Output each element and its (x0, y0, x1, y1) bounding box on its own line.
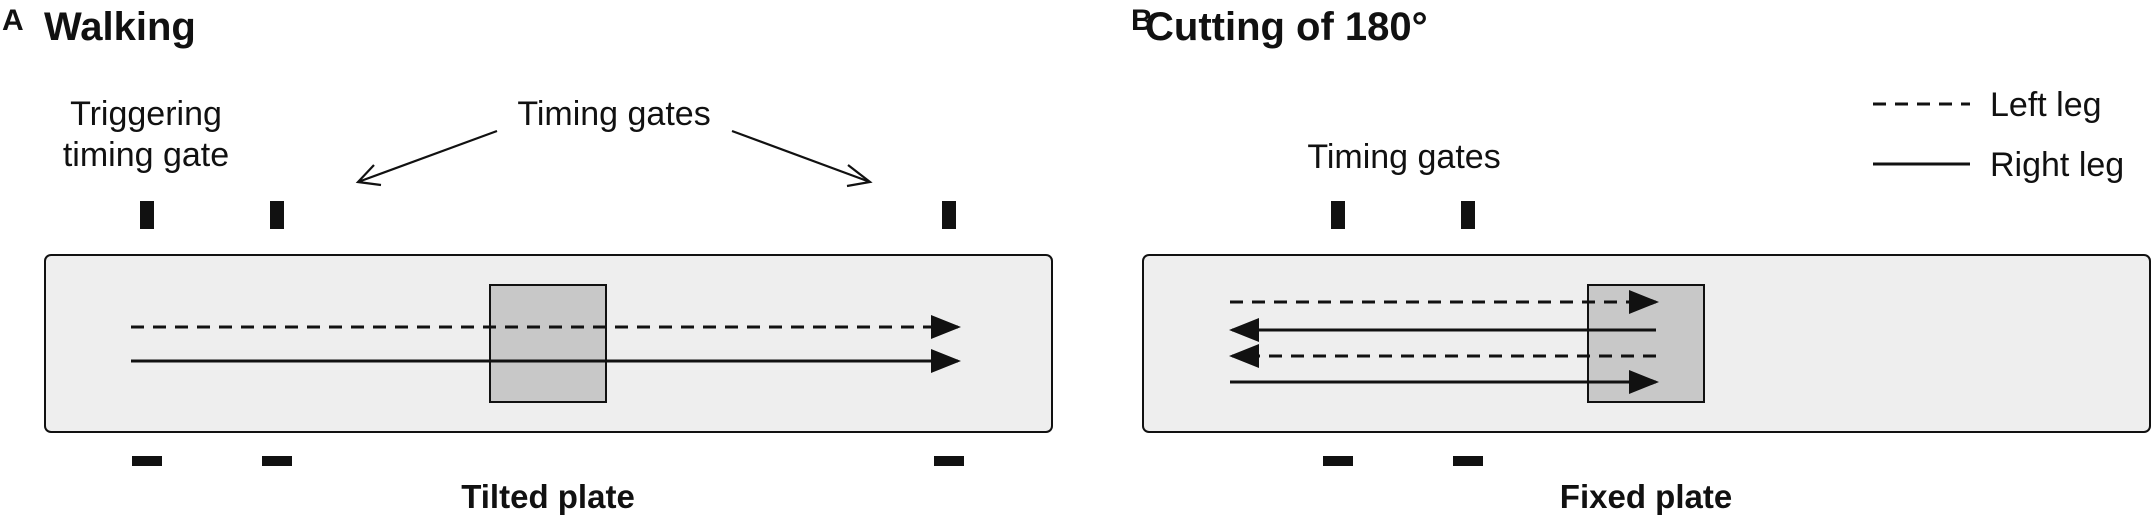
fixed-plate-caption: Fixed plate (1560, 478, 1732, 515)
panel-a-gate-bottom-3 (934, 456, 964, 466)
triggering-gate-label-line1: Triggering (70, 95, 222, 133)
panel-b: B Cutting of 180° Timing gates Left leg … (1131, 4, 2151, 515)
panel-a-gate-bottom-2 (262, 456, 292, 466)
panel-a: A Walking Triggering timing gate Timing … (2, 4, 1053, 515)
panel-b-gate-bottom-1 (1323, 456, 1353, 466)
panel-b-letter: B (1131, 4, 1153, 37)
panel-b-timing-gates-label: Timing gates (1307, 138, 1500, 176)
triggering-gate-label-line2: timing gate (63, 136, 229, 174)
panel-a-gate-top-2 (270, 201, 284, 229)
panel-b-gate-top-1 (1331, 201, 1345, 229)
timing-gates-pointer-arrows (355, 129, 873, 188)
panel-a-gate-top-3 (942, 201, 956, 229)
tilted-plate (489, 284, 607, 403)
panel-a-letter: A (2, 4, 24, 37)
panel-b-gate-bottom-2 (1453, 456, 1483, 466)
panel-a-gate-top-1 (140, 201, 154, 229)
legend-right-leg-label: Right leg (1990, 146, 2124, 184)
panel-a-timing-gates-label: Timing gates (517, 95, 710, 133)
panel-b-title: Cutting of 180° (1145, 5, 1428, 49)
legend-left-leg-label: Left leg (1990, 86, 2102, 124)
panel-a-gate-bottom-1 (132, 456, 162, 466)
legend: Left leg Right leg (1873, 86, 2124, 184)
panel-b-gate-top-2 (1461, 201, 1475, 229)
panel-a-title: Walking (44, 5, 196, 49)
tilted-plate-caption: Tilted plate (461, 478, 635, 515)
